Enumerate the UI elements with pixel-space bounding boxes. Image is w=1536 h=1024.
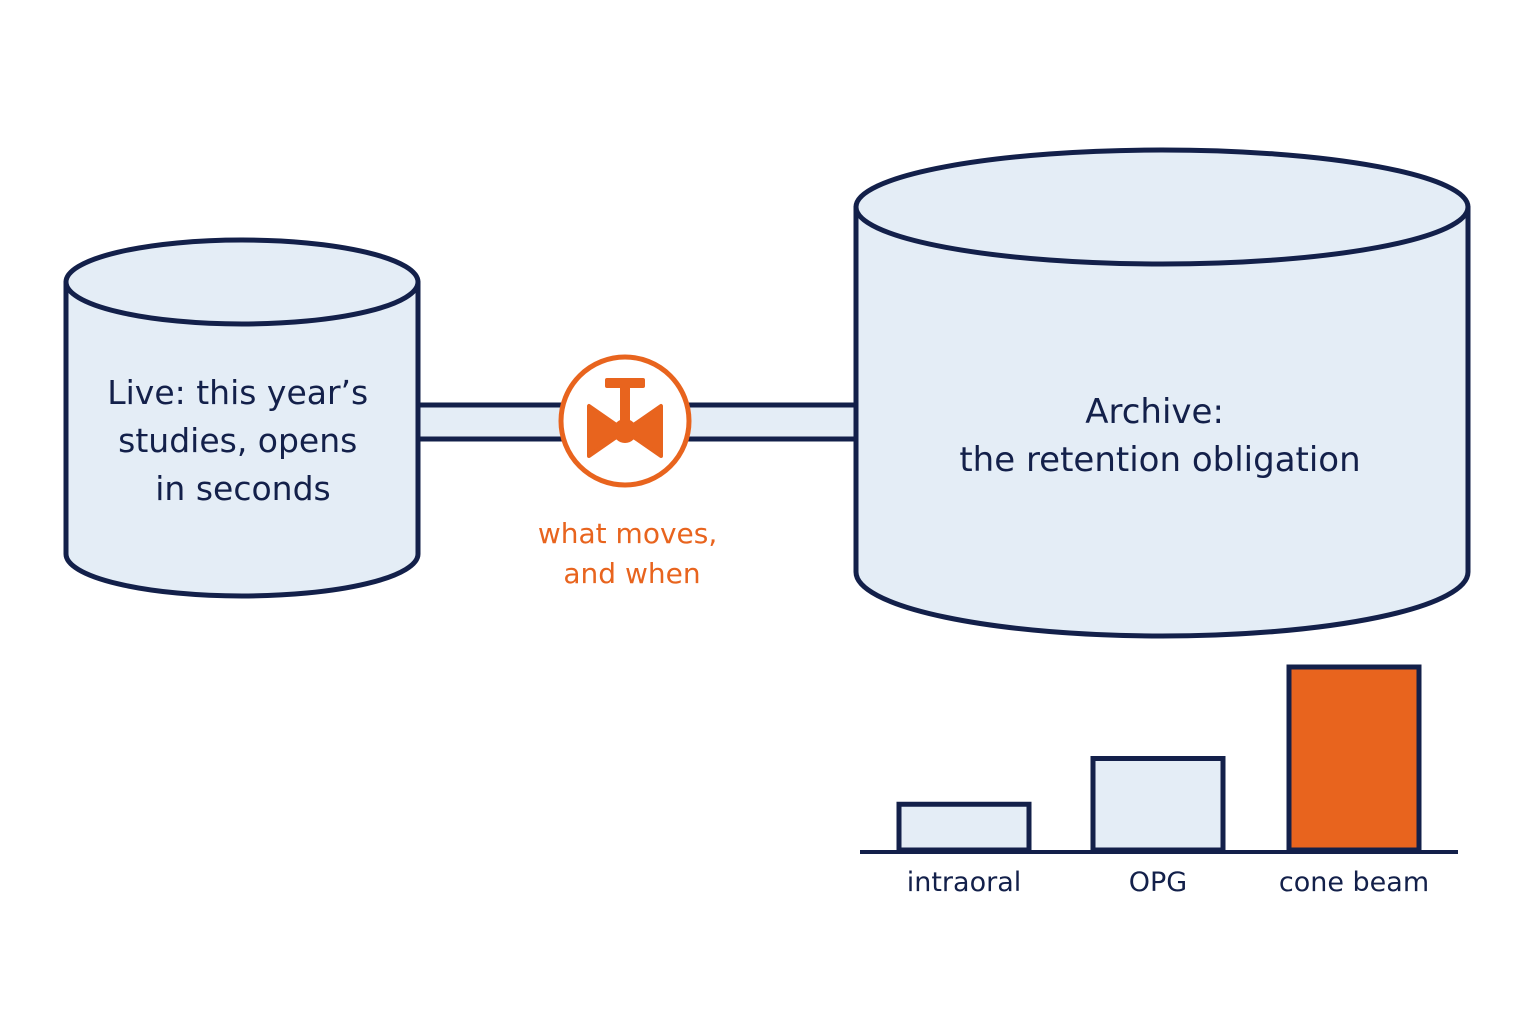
live-cylinder-top [63,237,421,327]
bar-label-opg: OPG [1129,867,1187,898]
bar-label-cone-beam: cone beam [1279,867,1429,898]
bar-intraoral [896,801,1032,853]
valve-stem [620,386,630,424]
bar-label-intraoral: intraoral [907,867,1022,898]
archive-label-line-1: Archive: [1085,392,1224,432]
archive-storage-label: Archive: the retention obligation [959,392,1360,480]
valve-icon [558,354,692,488]
valve-handle [605,378,645,388]
storage-size-bar-chart: intraoral OPG cone beam [860,664,1458,898]
valve-hub [613,419,637,443]
valve-label-line-1: what moves, [538,517,717,550]
bars-group [896,664,1422,853]
archive-cylinder-top [853,147,1471,267]
live-storage-cylinder: Live: this year’s studies, opens in seco… [63,237,421,599]
bar-cone-beam [1286,664,1422,853]
archive-storage-cylinder: Archive: the retention obligation [853,147,1471,639]
archive-cylinder-body [853,204,1471,639]
bar-opg [1090,756,1226,853]
live-cylinder-body [63,279,421,599]
valve-label-line-2: and when [563,557,700,590]
live-label-line-2: studies, opens [118,421,357,460]
live-label-line-3: in seconds [155,469,330,508]
category-labels-group: intraoral OPG cone beam [907,867,1429,898]
valve-label: what moves, and when [538,517,726,590]
live-storage-label: Live: this year’s studies, opens in seco… [107,373,379,508]
archive-label-line-2: the retention obligation [959,440,1360,480]
live-label-line-1: Live: this year’s [107,373,368,412]
